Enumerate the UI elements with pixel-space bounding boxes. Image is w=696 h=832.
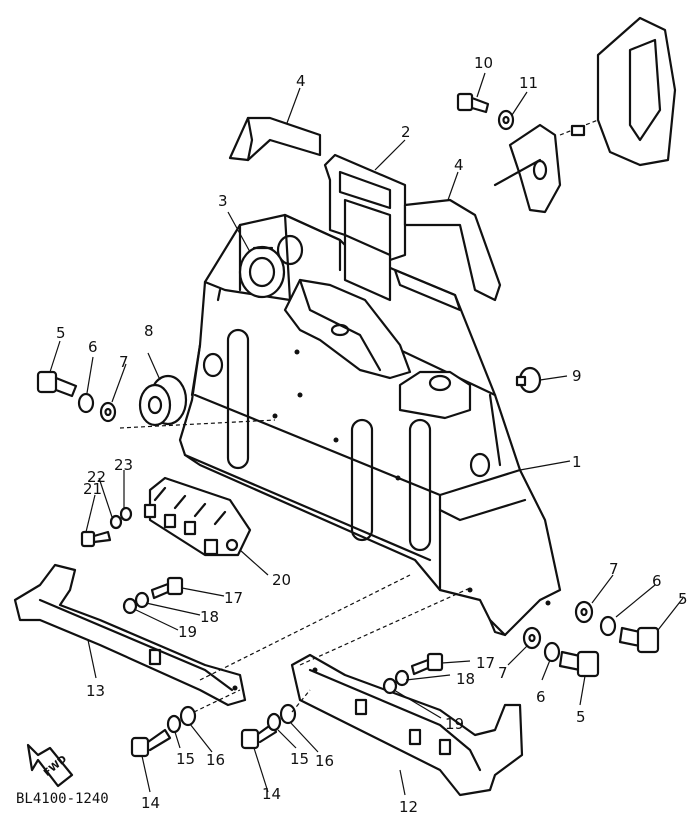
callout-5a: 5 bbox=[56, 324, 66, 342]
part-right-rail bbox=[290, 587, 524, 797]
callout-18a: 18 bbox=[200, 608, 219, 626]
callout-5b: 5 bbox=[678, 590, 688, 608]
callout-8: 8 bbox=[144, 322, 154, 340]
callout-6c: 6 bbox=[536, 688, 546, 706]
part-plate bbox=[323, 153, 407, 302]
callout-15a: 15 bbox=[176, 750, 195, 768]
callout-21: 21 bbox=[83, 480, 102, 498]
forward-arrow-icon bbox=[26, 743, 74, 788]
part-left-rail bbox=[13, 563, 411, 707]
part-knob bbox=[515, 366, 542, 394]
callout-11: 11 bbox=[519, 74, 538, 92]
part-connector-block bbox=[80, 476, 252, 557]
callout-19b: 19 bbox=[445, 715, 464, 733]
part-roller bbox=[119, 374, 276, 429]
callout-18b: 18 bbox=[456, 670, 475, 688]
callout-3: 3 bbox=[218, 192, 228, 210]
bottom-bolt-stack bbox=[130, 689, 311, 758]
callout-7a: 7 bbox=[119, 353, 129, 371]
callout-7c: 7 bbox=[498, 664, 508, 682]
diagram-code: BL4100-1240 bbox=[16, 791, 109, 807]
callout-6a: 6 bbox=[88, 338, 98, 356]
callout-16b: 16 bbox=[315, 752, 334, 770]
callout-4a: 4 bbox=[296, 72, 306, 90]
callout-17b: 17 bbox=[476, 654, 495, 672]
callout-7b: 7 bbox=[609, 560, 619, 578]
callout-14b: 14 bbox=[262, 785, 281, 803]
callout-16a: 16 bbox=[206, 751, 225, 769]
callout-22: 22 bbox=[87, 468, 106, 486]
callout-10: 10 bbox=[474, 54, 493, 72]
callout-5c: 5 bbox=[576, 708, 586, 726]
callouts: 1 2 3 4 4 5 5 5 6 6 6 7 7 7 8 9 10 11 12… bbox=[56, 54, 688, 816]
part-hook-assembly bbox=[456, 16, 677, 214]
callout-6b: 6 bbox=[652, 572, 662, 590]
part-l-pad bbox=[228, 116, 502, 302]
callout-23: 23 bbox=[114, 456, 133, 474]
callout-15b: 15 bbox=[290, 750, 309, 768]
callout-2: 2 bbox=[401, 123, 411, 141]
callout-17a: 17 bbox=[224, 589, 243, 607]
part-grommet bbox=[238, 245, 286, 299]
callout-20: 20 bbox=[272, 571, 291, 589]
callout-14a: 14 bbox=[141, 794, 160, 812]
left-bolt-stack bbox=[36, 370, 117, 423]
callout-1: 1 bbox=[572, 453, 582, 471]
bracket-body bbox=[178, 213, 562, 637]
callout-13: 13 bbox=[86, 682, 105, 700]
callout-4b: 4 bbox=[454, 156, 464, 174]
callout-19a: 19 bbox=[178, 623, 197, 641]
right-bolt-stack bbox=[522, 600, 660, 678]
callout-12: 12 bbox=[399, 798, 418, 816]
callout-9: 9 bbox=[572, 367, 582, 385]
leader-lines bbox=[49, 72, 684, 796]
